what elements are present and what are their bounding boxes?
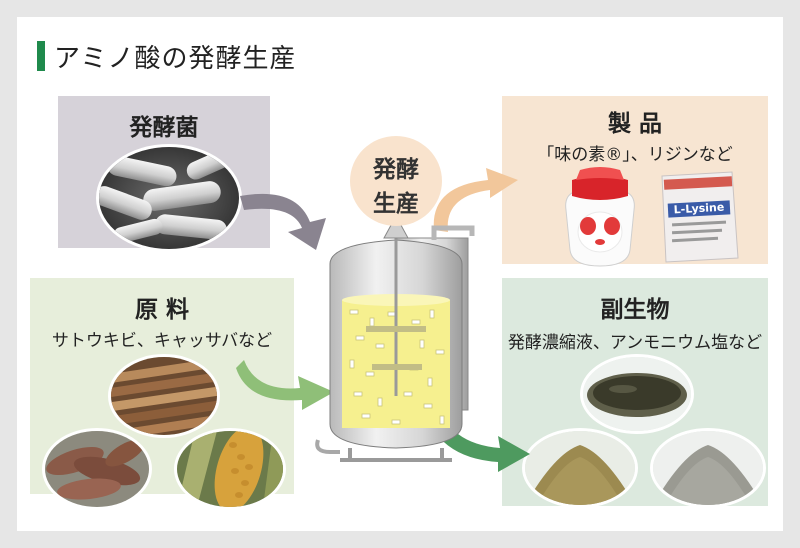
byproduct-heading: 副生物 bbox=[600, 297, 670, 323]
fermenter-tank-icon bbox=[315, 214, 475, 462]
arrow-raw-to-tank bbox=[236, 360, 334, 410]
sugarcane-illustration bbox=[111, 357, 217, 435]
brown-powder-image bbox=[522, 428, 638, 508]
title-accent-bar bbox=[37, 41, 45, 71]
product-subtitle: 「味の素®」、リジンなど bbox=[537, 145, 733, 165]
gray-powder-illustration bbox=[653, 431, 763, 505]
arrow-tank-to-byproduct bbox=[422, 400, 530, 472]
cassava-illustration bbox=[45, 431, 149, 507]
arrow-tank-to-product bbox=[433, 168, 518, 232]
bubbles-in-broth bbox=[349, 309, 445, 425]
sugarcane-image bbox=[108, 354, 220, 438]
process-label-line1: 発酵 bbox=[373, 157, 419, 183]
process-bubble: 発酵 生産 bbox=[350, 136, 442, 226]
cassava-image bbox=[42, 428, 152, 510]
gray-powder-image bbox=[650, 428, 766, 508]
bacteria-image bbox=[96, 144, 242, 252]
arrow-bacteria-to-tank bbox=[240, 193, 326, 250]
liquid-dish-illustration bbox=[583, 357, 691, 431]
concentrated-liquid-image bbox=[580, 354, 694, 434]
bacteria-illustration bbox=[99, 147, 239, 249]
byproduct-subtitle: 発酵濃縮液、アンモニウム塩など bbox=[507, 333, 763, 353]
ferment-bacteria-heading: 発酵菌 bbox=[129, 115, 199, 141]
brown-powder-illustration bbox=[525, 431, 635, 505]
page-title: アミノ酸の発酵生産 bbox=[54, 44, 297, 74]
raw-material-heading: 原 料 bbox=[134, 297, 189, 323]
raw-material-subtitle: サトウキビ、キャッサバなど bbox=[51, 331, 273, 351]
corn-image bbox=[174, 428, 286, 510]
process-label-line2: 生産 bbox=[373, 191, 419, 217]
product-heading: 製 品 bbox=[607, 111, 662, 137]
